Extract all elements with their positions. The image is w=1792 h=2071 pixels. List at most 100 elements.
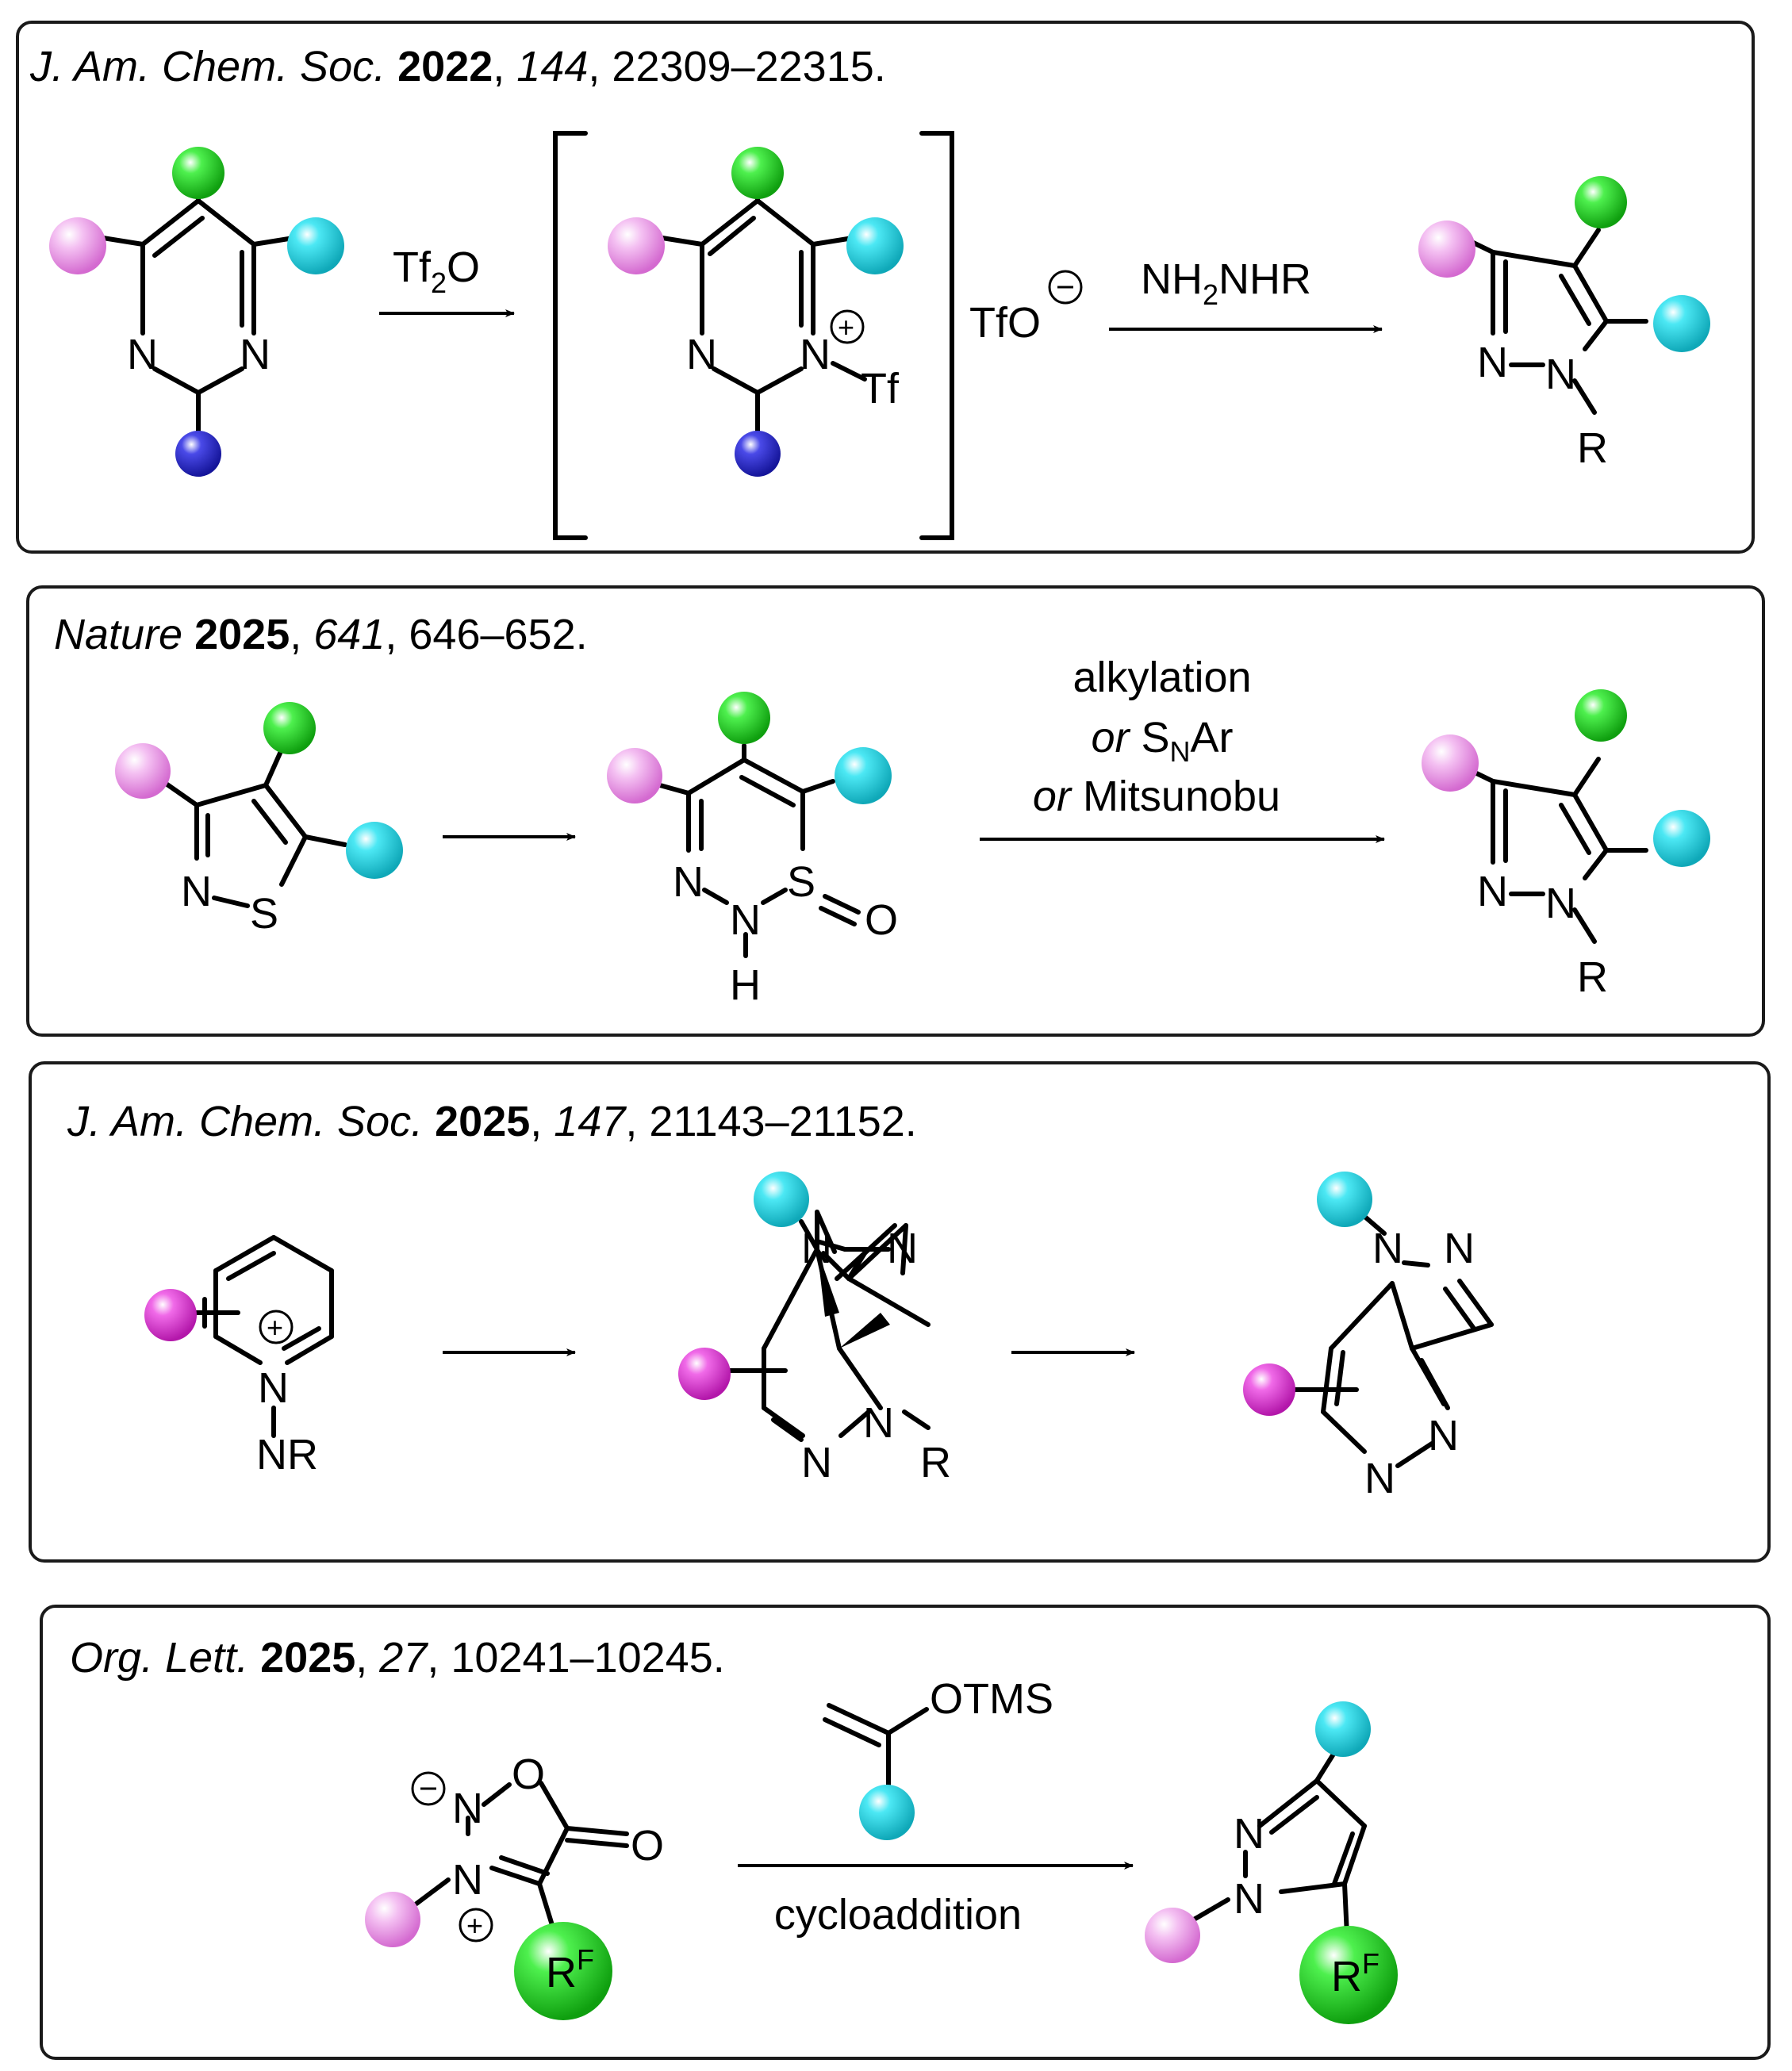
atom-n-plus: N bbox=[452, 1856, 483, 1904]
atom-n: N bbox=[1234, 1810, 1264, 1858]
condition-mitsunobu: or Mitsunobu bbox=[1033, 773, 1280, 820]
fluoroalkyl-sphere bbox=[1299, 1926, 1398, 2024]
cyan-substituent-sphere bbox=[346, 822, 403, 879]
blue-substituent-sphere bbox=[175, 431, 221, 477]
magenta-substituent-sphere bbox=[144, 1289, 197, 1341]
r-group: R bbox=[1577, 953, 1608, 1001]
atom-n: N bbox=[686, 331, 717, 378]
blue-substituent-sphere bbox=[735, 431, 781, 477]
panel-1: J. Am. Chem. Soc. 2022, 144, 22309–22315… bbox=[16, 21, 1755, 554]
atom-s: S bbox=[787, 858, 815, 906]
pink-substituent-sphere bbox=[1145, 1908, 1200, 1963]
panel-3-reference: J. Am. Chem. Soc. 2025, 147, 21143–21152… bbox=[67, 1098, 917, 1145]
pyrimidine: N N bbox=[49, 147, 344, 477]
pink-substituent-sphere bbox=[1418, 221, 1475, 278]
pink-substituent-sphere bbox=[608, 217, 665, 274]
cyan-substituent-sphere bbox=[754, 1172, 809, 1227]
cyan-substituent-sphere bbox=[1315, 1701, 1371, 1757]
atom-n: N bbox=[1477, 339, 1508, 386]
atom-n: N bbox=[1477, 868, 1508, 915]
atom-n: N bbox=[1444, 1225, 1475, 1272]
atom-n: N bbox=[1364, 1455, 1395, 1502]
atom-n: N bbox=[801, 1439, 832, 1486]
atom-n: N bbox=[1428, 1412, 1459, 1459]
fluoroalkyl-pyrazole-product: N N RF bbox=[1145, 1701, 1398, 2024]
cyan-substituent-sphere bbox=[846, 217, 904, 274]
atom-n: N bbox=[452, 1785, 483, 1832]
pyrazole-product: N N R bbox=[1418, 176, 1710, 472]
green-substituent-sphere bbox=[1575, 176, 1627, 228]
n-aminopyridinium: N + NR bbox=[144, 1235, 334, 1478]
atom-n: N bbox=[1372, 1225, 1403, 1272]
r-group: R bbox=[1577, 424, 1608, 472]
atom-n: N bbox=[1545, 880, 1576, 927]
atom-n: N bbox=[887, 1225, 918, 1272]
otms-label: OTMS bbox=[930, 1675, 1053, 1723]
atom-n: N bbox=[181, 868, 212, 915]
panel-1-reference: J. Am. Chem. Soc. 2022, 144, 22309–22315… bbox=[29, 43, 886, 90]
atom-n: N bbox=[730, 896, 761, 944]
cyan-substituent-sphere bbox=[287, 217, 344, 274]
green-substituent-sphere bbox=[172, 147, 224, 199]
atom-n-plus: N bbox=[258, 1364, 289, 1412]
panel-2-reference: Nature 2025, 641, 646–652. bbox=[54, 611, 588, 658]
condition-snar: or SNAr bbox=[1091, 714, 1233, 768]
atom-n: N bbox=[801, 1225, 832, 1272]
fluoroalkyl-sydnone: N O O N + RF bbox=[365, 1751, 664, 2020]
pink-substituent-sphere bbox=[607, 748, 662, 803]
atom-o: O bbox=[512, 1751, 545, 1798]
panel-3: J. Am. Chem. Soc. 2025, 147, 21143–21152… bbox=[29, 1061, 1771, 1563]
isothiazole: N S bbox=[115, 702, 403, 938]
panel-2-frame bbox=[26, 585, 1765, 1037]
atom-o: O bbox=[631, 1822, 664, 1870]
cyan-substituent-sphere bbox=[1317, 1172, 1372, 1227]
reagent-hydrazine: NH2NHR bbox=[1141, 255, 1311, 311]
atom-o: O bbox=[865, 896, 898, 944]
cyan-substituent-sphere bbox=[1653, 810, 1710, 867]
triflyl-label: Tf bbox=[861, 365, 900, 412]
cyan-substituent-sphere bbox=[859, 1785, 915, 1840]
stereo-wedge bbox=[839, 1313, 890, 1348]
green-substituent-sphere bbox=[718, 692, 770, 744]
positive-charge-icon bbox=[830, 309, 865, 344]
panel-4-reference: Org. Lett. 2025, 27, 10241–10245. bbox=[70, 1634, 725, 1682]
plus-sign: + bbox=[267, 1311, 283, 1344]
left-bracket bbox=[553, 131, 588, 540]
r-group: R bbox=[920, 1439, 951, 1486]
panel-1-frame bbox=[16, 21, 1755, 554]
panel-4: Org. Lett. 2025, 27, 10241–10245. N O O … bbox=[40, 1605, 1771, 2060]
cyan-substituent-sphere bbox=[1653, 295, 1710, 352]
reagent-tf2o: Tf2O bbox=[393, 244, 480, 299]
atom-n: N bbox=[673, 858, 704, 906]
amine-nr: NR bbox=[256, 1431, 318, 1478]
positive-charge-icon bbox=[459, 1908, 493, 1943]
atom-n: N bbox=[863, 1399, 894, 1447]
green-substituent-sphere bbox=[263, 702, 316, 754]
pyrazole-product: N N R bbox=[1422, 689, 1710, 1001]
pink-substituent-sphere bbox=[1422, 734, 1479, 792]
panel-2: Nature 2025, 641, 646–652. N S bbox=[26, 585, 1765, 1037]
atom-n: N bbox=[1234, 1875, 1264, 1923]
atom-s: S bbox=[250, 890, 278, 938]
pink-substituent-sphere bbox=[365, 1892, 420, 1947]
cyan-substituent-sphere bbox=[835, 747, 892, 804]
positive-charge-icon bbox=[259, 1310, 294, 1344]
rf-label: RF bbox=[1331, 1947, 1379, 2000]
atom-n: N bbox=[240, 331, 271, 378]
pink-substituent-sphere bbox=[49, 217, 106, 274]
thiadiazine-oxide: N N S O H bbox=[607, 692, 898, 1009]
green-substituent-sphere bbox=[1575, 689, 1627, 742]
plus-sign: + bbox=[466, 1909, 483, 1942]
atom-h: H bbox=[730, 961, 761, 1009]
triflate-counterion: TfO bbox=[969, 299, 1041, 347]
pyrimidinium-intermediate: N N + Tf bbox=[608, 147, 904, 477]
atom-n: N bbox=[127, 331, 158, 378]
green-substituent-sphere bbox=[731, 147, 784, 199]
condition-cycloaddition: cycloaddition bbox=[774, 1891, 1022, 1939]
fluoroalkyl-sphere bbox=[514, 1922, 612, 2020]
atom-n: N bbox=[1545, 351, 1576, 398]
plus-sign: + bbox=[838, 311, 854, 343]
condition-alkylation: alkylation bbox=[1073, 654, 1251, 701]
magenta-substituent-sphere bbox=[678, 1348, 731, 1400]
